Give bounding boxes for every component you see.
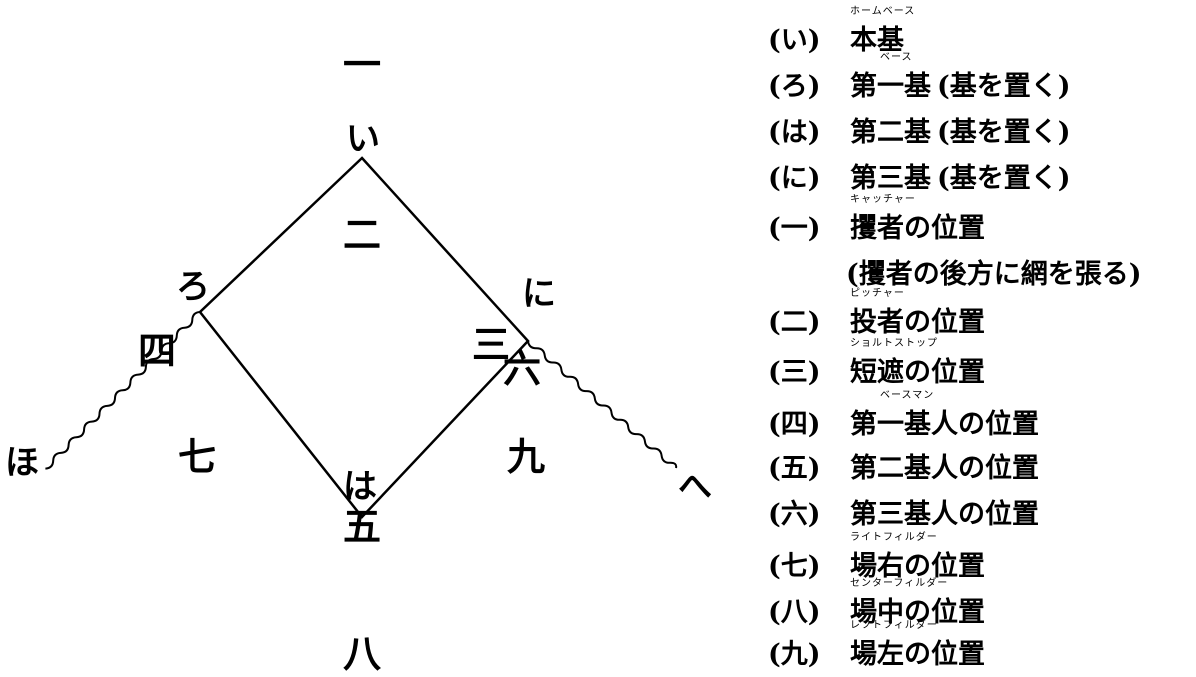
legend-row-8: (八) センターフィルダー場中の位置 [768, 578, 985, 634]
legend-code: (四) [768, 409, 821, 440]
foul-label-he: へ [678, 467, 712, 507]
legend-name: ベース第一基 [850, 52, 931, 108]
legend-name-text: 場右の位置 [850, 551, 985, 582]
legend-name: 第二基人の位置 [850, 448, 1039, 490]
position-mark-6: 六 [503, 346, 541, 391]
legend-code: (に) [768, 163, 821, 194]
legend-row-3: (三) ショルトストップ短遮の位置 [768, 338, 985, 394]
legend-name: ホームベース本基 [850, 6, 914, 62]
legend-name-text: 第三基人の位置 [850, 499, 1039, 530]
legend-row-ro: (ろ) ベース第一基(基を置く) [768, 52, 1071, 108]
legend-name-text: 投者の位置 [850, 307, 985, 338]
legend-name: 第二基 [850, 112, 931, 154]
position-mark-2: 二 [343, 212, 381, 257]
legend-ruby: センターフィルダー [850, 578, 949, 589]
legend-name: ピッチャー投者の位置 [850, 288, 985, 344]
legend-name-text: 場中の位置 [850, 597, 985, 628]
legend-name: キャッチャー攫者の位置 [850, 194, 985, 250]
legend-ruby: ホームベース [850, 6, 916, 17]
legend-name-text: 第一基 [850, 71, 931, 102]
legend-code: (九) [768, 639, 821, 670]
base-label-ha: は [343, 467, 377, 507]
legend-row-ni: (に) 第三基(基を置く) [768, 158, 1071, 200]
foul-label-ho: ほ [5, 443, 39, 483]
legend-note: (基を置く) [937, 163, 1071, 194]
position-mark-1: 一 [343, 42, 381, 87]
legend-note: (基を置く) [937, 117, 1071, 148]
foul-line-left [45, 311, 201, 470]
legend-name: 第三基人の位置 [850, 494, 1039, 536]
legend-row-ha: (は) 第二基(基を置く) [768, 112, 1071, 154]
legend-name-text: 第一基人の位置 [850, 409, 1039, 440]
legend-code: (八) [768, 597, 821, 628]
legend-code: (ろ) [768, 71, 821, 102]
legend-catcher-note: (攫者の後方に網を張る) [846, 259, 1142, 290]
legend-code: (い) [768, 25, 821, 56]
legend-row-4: (四) ベースマン第一基人の位置 [768, 390, 1039, 446]
legend-name: ライトフィルダー場右の位置 [850, 532, 985, 588]
legend-code: (七) [768, 551, 821, 582]
base-label-ni: に [522, 274, 556, 314]
legend-row-5: (五) 第二基人の位置 [768, 448, 1039, 490]
legend-code: (は) [768, 117, 821, 148]
legend-code: (二) [768, 307, 821, 338]
legend-name: ショルトストップ短遮の位置 [850, 338, 985, 394]
legend-ruby: ショルトストップ [850, 338, 938, 349]
legend-row-1-note: (攫者の後方に網を張る) [846, 254, 1142, 296]
position-mark-7: 七 [178, 434, 216, 479]
base-label-ro: ろ [176, 267, 210, 307]
legend-ruby: ベースマン [880, 390, 935, 401]
legend-name-text: 第二基 [850, 117, 931, 148]
position-mark-3: 三 [472, 322, 510, 367]
position-mark-4: 四 [138, 328, 176, 373]
legend-row-7: (七) ライトフィルダー場右の位置 [768, 532, 985, 588]
legend-ruby: レフトフィルダー [850, 620, 938, 631]
legend-ruby: ベース [880, 52, 913, 63]
legend-name-text: 第二基人の位置 [850, 453, 1039, 484]
legend-name: 第三基 [850, 158, 931, 200]
legend-name-text: 攫者の位置 [850, 213, 985, 244]
legend-ruby: キャッチャー [850, 194, 916, 205]
legend-name-text: 場左の位置 [850, 639, 985, 670]
legend-row-9: (九) レフトフィルダー場左の位置 [768, 620, 985, 676]
legend-name-text: 本基 [850, 25, 904, 56]
legend-code: (五) [768, 453, 821, 484]
foul-line-right [527, 340, 678, 469]
legend-note: (基を置く) [937, 71, 1071, 102]
legend-ruby: ライトフィルダー [850, 532, 938, 543]
legend-row-i: (い) ホームベース本基 [768, 6, 914, 62]
legend-code: (六) [768, 499, 821, 530]
legend-name-text: 短遮の位置 [850, 357, 985, 388]
base-label-i: い [346, 119, 380, 159]
position-mark-5: 五 [343, 504, 381, 549]
legend-name-text: 第三基 [850, 163, 931, 194]
baseball-field-diagram: い ろ に は ほ へ 一 二 三 四 五 六 七 八 九 [5, 42, 712, 676]
legend-name: センターフィルダー場中の位置 [850, 578, 985, 634]
legend-code: (三) [768, 357, 821, 388]
legend-name: ベースマン第一基人の位置 [850, 390, 1039, 446]
legend-code: (一) [768, 213, 821, 244]
infield-diamond [198, 156, 530, 519]
position-mark-8: 八 [343, 631, 382, 676]
legend-row-2: (二) ピッチャー投者の位置 [768, 288, 985, 344]
legend-row-6: (六) 第三基人の位置 [768, 494, 1039, 536]
position-mark-9: 九 [507, 434, 545, 479]
legend: (い)ホームベース本基 (ろ)ベース第一基(基を置く) (は)第二基(基を置く)… [768, 0, 1196, 677]
legend-ruby: ピッチャー [850, 288, 905, 299]
legend-name: レフトフィルダー場左の位置 [850, 620, 985, 676]
legend-row-1: (一) キャッチャー攫者の位置 [768, 194, 985, 250]
